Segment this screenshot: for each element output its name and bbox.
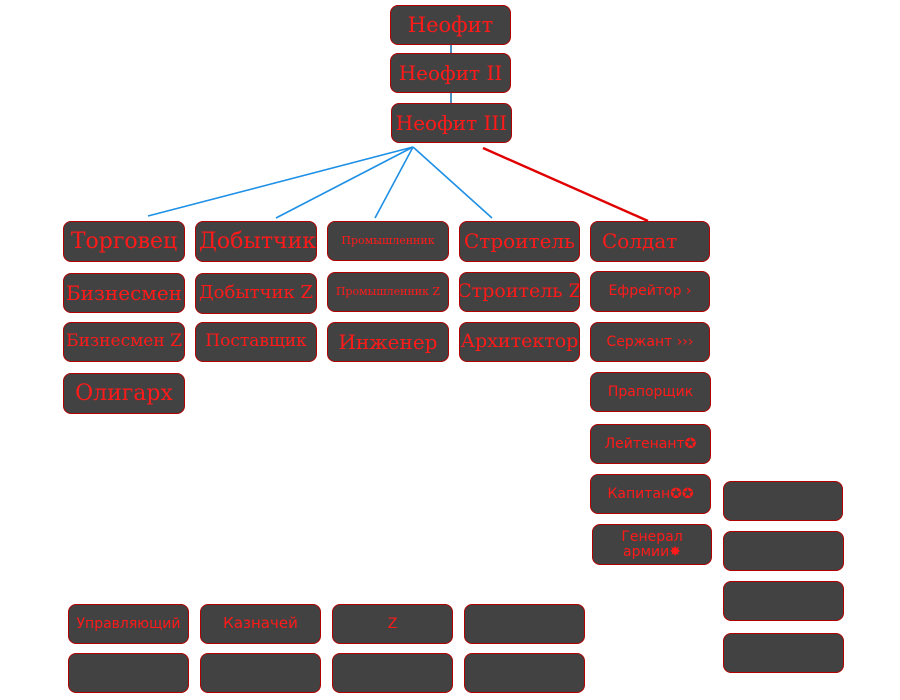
empty-node[interactable] [464, 653, 585, 693]
empty-node[interactable] [200, 653, 321, 693]
node-soldier-rank-1[interactable]: Ефрейтор › [590, 271, 710, 312]
node-trader-rank-2[interactable]: Бизнесмен Z [63, 322, 185, 362]
node-miner[interactable]: Добытчик [195, 221, 317, 262]
connector-to-builder [412, 146, 493, 219]
connector-to-miner [275, 146, 414, 219]
connector-to-trader [147, 146, 414, 217]
node-builder-rank-2[interactable]: Архитектор [459, 322, 580, 362]
node-trader-rank-1[interactable]: Бизнесмен [63, 273, 185, 313]
node-soldier-rank-6[interactable]: Генерал армии✸ [592, 524, 712, 565]
connector-to-industrialist [374, 146, 414, 219]
node-neophyte-2[interactable]: Неофит II [390, 53, 511, 93]
node-z[interactable]: Z [332, 604, 453, 644]
node-trader-rank-3[interactable]: Олигарх [63, 373, 185, 414]
empty-node[interactable] [332, 653, 453, 693]
node-manager[interactable]: Управляющий [68, 604, 189, 644]
node-soldier-rank-4[interactable]: Лейтенант✪ [590, 424, 711, 464]
empty-node[interactable] [68, 653, 189, 693]
node-builder[interactable]: Строитель [459, 221, 580, 262]
node-miner-rank-2[interactable]: Поставщик [195, 322, 317, 362]
empty-node[interactable] [464, 604, 585, 644]
node-treasurer[interactable]: Казначей [200, 604, 321, 644]
node-soldier-rank-5[interactable]: Капитан✪✪ [590, 474, 711, 514]
node-neophyte[interactable]: Неофит [390, 5, 511, 45]
node-neophyte-3[interactable]: Неофит III [391, 103, 512, 143]
node-industrialist-rank-2[interactable]: Инженер [327, 322, 449, 362]
node-industrialist-rank-1[interactable]: Промышленник Z [327, 272, 449, 312]
connector-to-soldier [482, 146, 649, 223]
node-miner-rank-1[interactable]: Добытчик Z [195, 273, 317, 314]
node-trader[interactable]: Торговец [63, 221, 185, 262]
node-soldier-rank-3[interactable]: Прапорщик [590, 372, 711, 412]
node-builder-rank-1[interactable]: Строитель Z [459, 272, 580, 312]
empty-node[interactable] [723, 633, 844, 673]
node-soldier[interactable]: Солдат [590, 221, 710, 262]
node-industrialist[interactable]: Промышленник [327, 221, 449, 261]
empty-node[interactable] [723, 531, 844, 571]
node-soldier-rank-2[interactable]: Сержант ››› [590, 322, 710, 362]
empty-node[interactable] [723, 581, 844, 621]
empty-node[interactable] [723, 481, 843, 521]
